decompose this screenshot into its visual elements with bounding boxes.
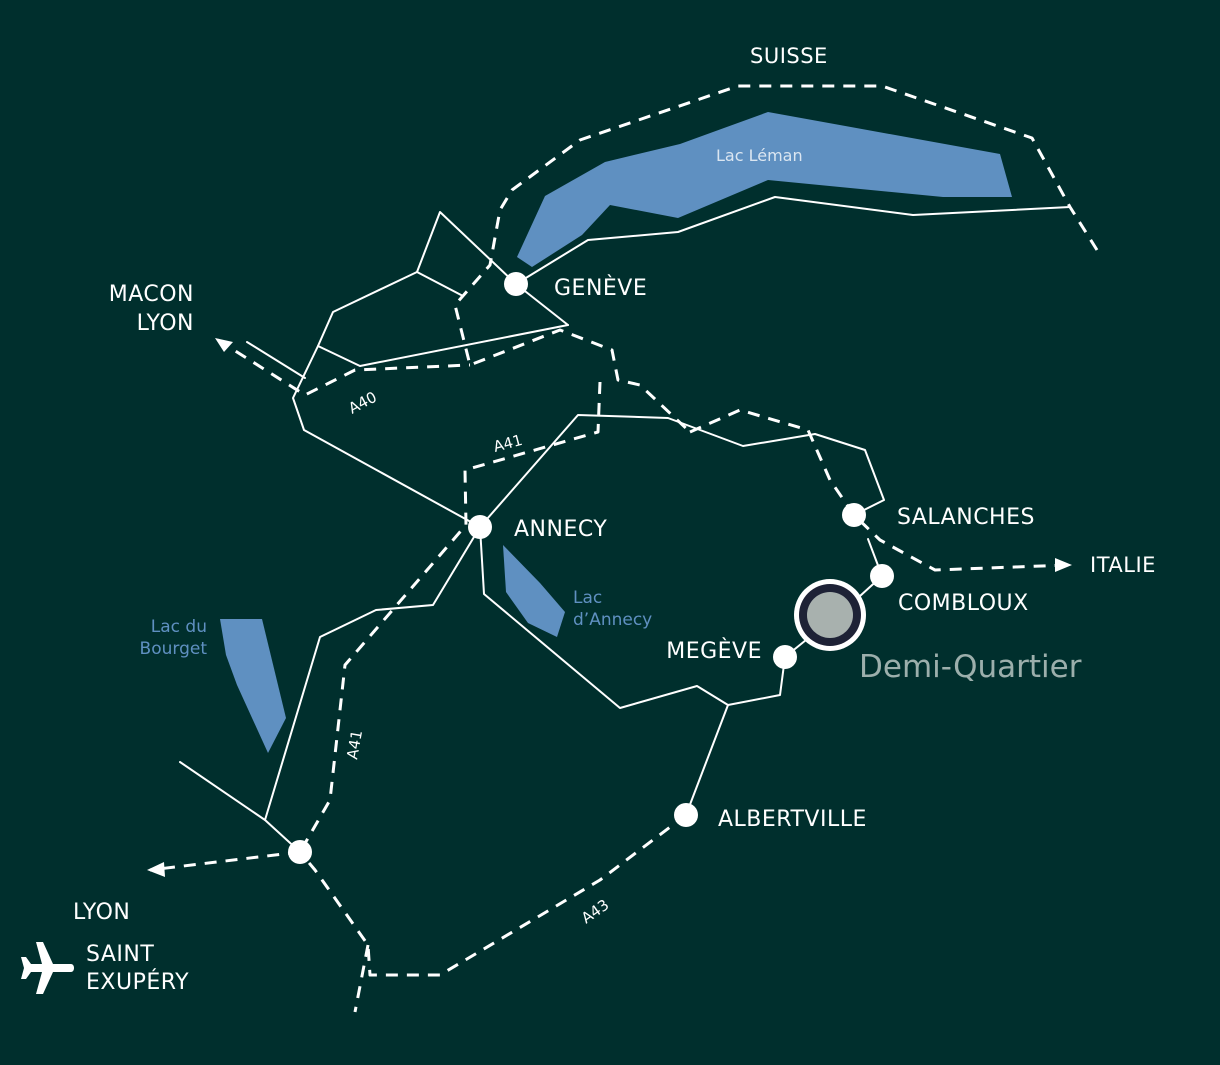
road-label-a40: A40 [345, 388, 379, 418]
road-west-branch [416, 271, 464, 297]
city-label-exupery: EXUPÉRY [86, 969, 189, 995]
road-annecy-south [264, 526, 481, 853]
road-geneva-lakeshore [515, 196, 1071, 285]
lake-annecy-shape [503, 545, 565, 637]
lake-bourget-shape [220, 619, 286, 753]
arrow-head-icon [147, 862, 165, 877]
road-annecy-megeve [479, 526, 786, 709]
road-network [179, 196, 1071, 853]
city-label-saint: SAINT [86, 942, 154, 967]
highlight-label-demi-quartier: Demi-Quartier [859, 649, 1082, 685]
a40-motorway [217, 338, 471, 397]
road-geneva-to-a40 [317, 324, 569, 367]
megeve-dot [773, 645, 797, 669]
demi-quartier-marker[interactable] [794, 579, 866, 651]
arrow-head-icon [215, 338, 233, 352]
junction-dot [288, 840, 312, 864]
road-label-a43: A43 [578, 896, 612, 928]
city-label-salanches: SALANCHES [897, 505, 1035, 530]
city-label-albertville: ALBERTVILLE [718, 807, 867, 832]
city-label-annecy: ANNECY [514, 517, 607, 542]
salanches-dot [842, 503, 866, 527]
city-label-macon: MACON [109, 282, 194, 307]
lake-leman-shape [517, 112, 1012, 267]
airplane-icon [21, 942, 74, 994]
road-geneva-west-loop [292, 211, 517, 528]
city-label-lyon-south: LYON [73, 900, 130, 925]
road-annecy-salanches [479, 414, 885, 528]
arrow-head-icon [1055, 558, 1072, 572]
city-label-geneve: GENÈVE [554, 275, 647, 301]
road-label-a41-north: A41 [491, 431, 524, 456]
combloux-dot [870, 564, 894, 588]
a43-motorway [298, 813, 687, 977]
albertville-dot [674, 803, 698, 827]
geneve-dot [504, 272, 528, 296]
a41-north-motorway [298, 381, 602, 853]
lake-label-bourget-line2: Bourget [140, 639, 208, 659]
road-lyon-north-link [246, 341, 306, 379]
road-label-a41-south: A41 [343, 729, 366, 761]
annecy-dot [468, 515, 492, 539]
lake-label-annecy-line2: d’Annecy [573, 610, 652, 630]
region-label-italie: ITALIE [1090, 553, 1156, 577]
city-label-megeve: MEGÈVE [666, 638, 762, 664]
motorway-lyon-south [149, 850, 301, 872]
motorway-italie [689, 408, 1069, 572]
motorway-south-exit [353, 944, 370, 1013]
motorways [149, 84, 1099, 1013]
region-label-suisse: SUISSE [750, 44, 828, 68]
city-label-combloux: COMBLOUX [898, 591, 1029, 616]
road-albertville [685, 704, 729, 816]
city-label-lyon-north: LYON [137, 311, 194, 336]
lake-label-bourget-line1: Lac du [151, 617, 207, 637]
road-bourget-link [179, 761, 266, 821]
lake-label-annecy-line1: Lac [573, 588, 602, 608]
lake-label-leman: Lac Léman [716, 146, 803, 165]
